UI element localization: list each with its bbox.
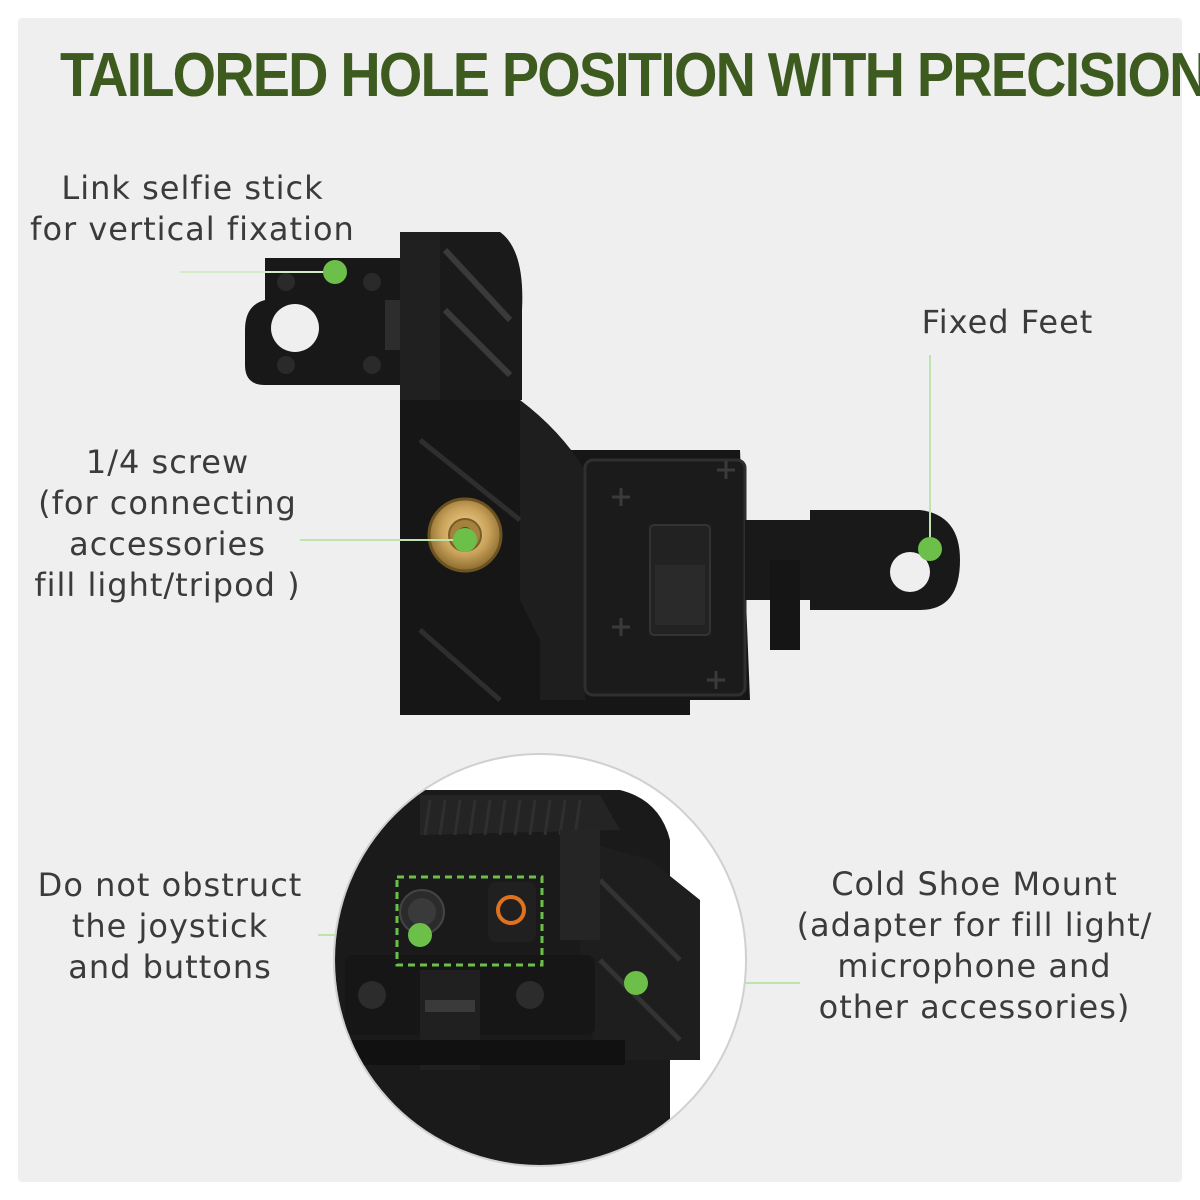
label-screw-line4: fill light/tripod ) bbox=[34, 566, 301, 604]
label-selfie-stick: Link selfie stick for vertical fixation bbox=[20, 168, 365, 250]
label-cold-shoe-line1: Cold Shoe Mount bbox=[831, 865, 1118, 903]
cold-shoe-marker-icon bbox=[624, 971, 648, 995]
label-screw-line2: (for connecting bbox=[38, 484, 297, 522]
fixed-feet-marker-icon bbox=[918, 537, 942, 561]
joystick-marker-icon bbox=[408, 923, 432, 947]
screw-marker-icon bbox=[453, 528, 477, 552]
label-joystick-line1: Do not obstruct bbox=[37, 866, 303, 904]
label-joystick-line2: the joystick bbox=[71, 907, 269, 945]
label-screw-line1: 1/4 screw bbox=[85, 443, 250, 481]
label-cold-shoe-line2: (adapter for fill light/ bbox=[796, 906, 1153, 944]
label-fixed-feet: Fixed Feet bbox=[900, 302, 1115, 343]
mount-bracket bbox=[245, 232, 960, 715]
label-selfie-stick-line2: for vertical fixation bbox=[30, 210, 355, 248]
label-selfie-stick-line1: Link selfie stick bbox=[61, 169, 324, 207]
label-joystick-line3: and buttons bbox=[68, 948, 272, 986]
label-joystick: Do not obstruct the joystick and buttons bbox=[20, 865, 320, 988]
label-screw-line3: accessories bbox=[69, 525, 266, 563]
label-cold-shoe-line3: microphone and bbox=[837, 947, 1112, 985]
page-title: TAILORED HOLE POSITION WITH PRECISION bbox=[60, 41, 1200, 110]
label-cold-shoe-line4: other accessories) bbox=[818, 988, 1131, 1026]
label-screw: 1/4 screw (for connecting accessories fi… bbox=[15, 442, 320, 606]
selfie-stick-marker-icon bbox=[323, 260, 347, 284]
label-cold-shoe: Cold Shoe Mount (adapter for fill light/… bbox=[782, 864, 1167, 1028]
label-fixed-feet-line1: Fixed Feet bbox=[921, 303, 1094, 341]
closeup-circle bbox=[333, 753, 747, 1167]
joystick-highlight-box bbox=[395, 875, 544, 967]
